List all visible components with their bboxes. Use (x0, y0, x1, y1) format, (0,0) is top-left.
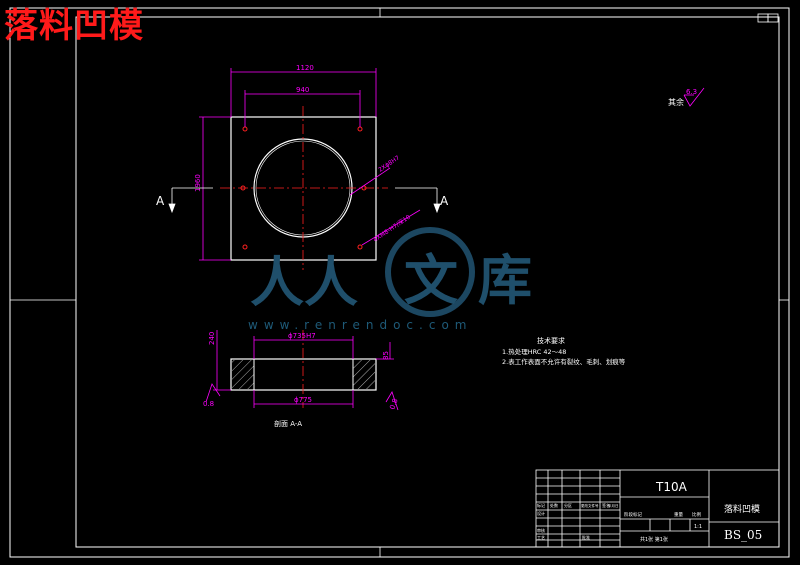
title-block (535, 469, 780, 548)
plan-dimensions (199, 68, 421, 261)
note-1: 1.热处理HRC 42～48 (502, 347, 566, 356)
weight-label: 重量 (674, 511, 683, 518)
drawing-number: BS_05 (724, 528, 762, 542)
inner-frame (75, 16, 780, 548)
section-mark-left: A (156, 194, 165, 208)
process-label: 工艺 (537, 535, 545, 540)
overlay-title: 落料凹模 (4, 6, 144, 46)
section-dimensions (205, 330, 399, 411)
row-label-6: 年月日 (608, 503, 619, 508)
row-label-1: 标记 (537, 502, 545, 508)
roughness-label: 其余 (668, 97, 684, 107)
watermark-name-3: 库 (478, 248, 532, 312)
watermark-name-2: 文 (404, 248, 458, 312)
roughness-value: 6.3 (686, 88, 697, 96)
row-label-2: 处数 (550, 502, 558, 508)
section-view (230, 330, 377, 408)
stage-label: 阶段标记 (624, 511, 642, 518)
part-name: 落料凹模 (724, 503, 760, 515)
dim-top-inner: 940 (296, 86, 309, 94)
orientation-mark (757, 13, 769, 23)
scale-value: 1:1 (694, 524, 702, 530)
material: T10A (655, 480, 688, 494)
sec-dim-left-small: 0.8 (203, 400, 214, 408)
section-caption: 剖面 A-A (274, 419, 302, 428)
review-label: 审核 (537, 527, 545, 533)
sec-dim-bottom: ϕ775 (294, 396, 312, 404)
watermark-circle (385, 227, 475, 317)
row-label-5: 签名 (602, 502, 610, 508)
sec-dim-right-small: 0.8 (388, 397, 399, 410)
roughness-symbol (683, 87, 705, 107)
approve-label: 批准 (582, 534, 590, 540)
sec-dim-top: ϕ735H7 (288, 332, 316, 340)
watermark-name-1: 人人 (250, 250, 358, 314)
dim-top-outer: 1120 (296, 64, 314, 72)
section-line (168, 187, 441, 214)
watermark-url: www.renrendoc.com (248, 318, 473, 332)
dim-left: 1960 (194, 174, 202, 192)
notes-title: 技术要求 (537, 336, 565, 345)
section-mark-right: A (440, 194, 449, 208)
designer-label: 设计 (537, 510, 545, 516)
row-label-3: 分区 (564, 502, 572, 508)
note-2: 2.表工作表面不允许有裂纹、毛刺、划痕等 (502, 357, 626, 366)
sec-dim-left: 240 (208, 332, 216, 345)
sec-dim-right: 85 (382, 351, 390, 360)
sheet-info: 共1张 第1张 (640, 536, 668, 543)
dim-dia-label: 2Xϕ8H7 (377, 154, 401, 173)
scale-label: 比例 (692, 511, 701, 518)
outer-frame (9, 7, 790, 558)
row-label-4: 更改文件号 (581, 503, 599, 508)
